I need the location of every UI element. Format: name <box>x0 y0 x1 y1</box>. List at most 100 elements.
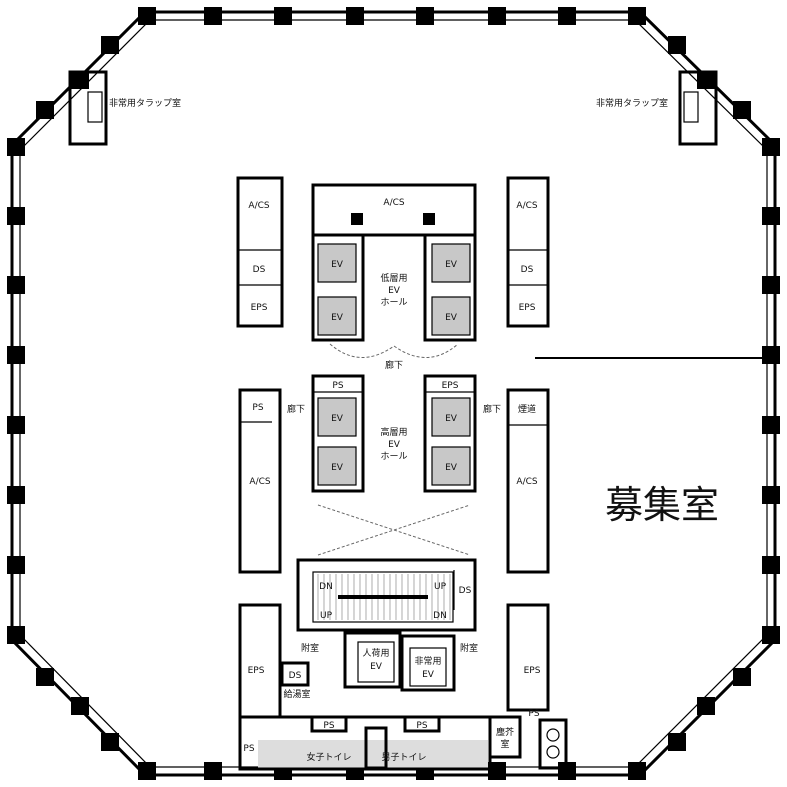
column <box>7 486 25 504</box>
room-label: 煙道 <box>518 403 536 415</box>
room-label: EPS <box>251 303 268 313</box>
room-label: 非常用タラップ室 <box>109 97 181 109</box>
room-label: EV <box>445 414 458 424</box>
room-label: DS <box>253 265 266 275</box>
column <box>762 486 780 504</box>
column <box>7 138 25 156</box>
room-label: A/CS <box>383 198 404 208</box>
column <box>697 697 715 715</box>
column <box>274 7 292 25</box>
room-label: A/CS <box>516 477 537 487</box>
room-label: DN <box>319 582 333 592</box>
column <box>762 207 780 225</box>
room-label: PS <box>332 381 343 391</box>
room-label: EV <box>331 313 344 323</box>
room-label: 附室 <box>301 642 319 654</box>
room-label: EV <box>422 670 435 680</box>
column <box>762 276 780 294</box>
room-label: PS <box>528 709 539 719</box>
column <box>697 71 715 89</box>
room-label: A/CS <box>249 477 270 487</box>
room-label: EPS <box>248 666 265 676</box>
room-label: 廊下 <box>287 403 305 415</box>
room-label: ホール <box>380 451 407 462</box>
room-label: EV <box>445 260 458 270</box>
room-label: EV <box>388 286 401 296</box>
column <box>668 733 686 751</box>
column <box>204 762 222 780</box>
column <box>558 7 576 25</box>
column <box>7 207 25 225</box>
room-label: 非常用 <box>414 655 441 667</box>
room-label: A/CS <box>516 201 537 211</box>
room-label: DS <box>289 671 302 681</box>
room-label: DS <box>459 586 472 596</box>
column <box>628 7 646 25</box>
room-label: UP <box>320 611 333 621</box>
room-label: 塵芥 <box>496 726 514 738</box>
room-label: PS <box>243 744 254 754</box>
column <box>71 697 89 715</box>
room-label: EV <box>445 463 458 473</box>
column <box>7 276 25 294</box>
room-label: 男子トイレ <box>381 752 426 763</box>
column <box>488 7 506 25</box>
column <box>7 416 25 434</box>
room-label: EV <box>331 463 344 473</box>
room-label: EPS <box>524 666 541 676</box>
column <box>762 556 780 574</box>
building-core: A/CS DS EPS A/CS DS EPS A/CS EV EV EV EV… <box>236 176 568 771</box>
emergency-ladder-room-left: 非常用タラップ室 <box>68 70 181 146</box>
emergency-ladder-room-right: 非常用タラップ室 <box>596 70 718 146</box>
column <box>416 7 434 25</box>
room-label: 廊下 <box>385 359 403 371</box>
room-label: EV <box>388 440 401 450</box>
column <box>762 416 780 434</box>
room-label: EV <box>331 260 344 270</box>
room-label: EPS <box>442 381 459 391</box>
column <box>101 36 119 54</box>
room-label: EV <box>331 414 344 424</box>
room-label: 室 <box>500 738 509 750</box>
column <box>762 346 780 364</box>
column <box>36 668 54 686</box>
column <box>7 626 25 644</box>
room-label: 高層用 <box>380 426 407 438</box>
column <box>488 762 506 780</box>
column <box>101 733 119 751</box>
room-label: PS <box>323 721 334 731</box>
room-label: 廊下 <box>483 403 501 415</box>
room-label: EV <box>370 662 383 672</box>
column <box>628 762 646 780</box>
column <box>762 138 780 156</box>
column <box>668 36 686 54</box>
column <box>7 556 25 574</box>
room-label: EV <box>445 313 458 323</box>
column <box>762 626 780 644</box>
room-label: 附室 <box>460 642 478 654</box>
vacant-space-label: 募集室 <box>605 483 719 527</box>
room-label: PS <box>252 403 263 413</box>
column <box>733 668 751 686</box>
room-label: 給湯室 <box>283 688 310 700</box>
room-label: DS <box>521 265 534 275</box>
column <box>204 7 222 25</box>
column <box>138 7 156 25</box>
column <box>71 71 89 89</box>
room-label: 人荷用 <box>362 648 389 659</box>
column <box>138 762 156 780</box>
room-label: PS <box>416 721 427 731</box>
column <box>36 101 54 119</box>
room-label: 非常用タラップ室 <box>596 97 668 109</box>
room-label: 女子トイレ <box>306 751 351 763</box>
column <box>733 101 751 119</box>
room-label: A/CS <box>248 201 269 211</box>
room-label: EPS <box>519 303 536 313</box>
room-label: UP <box>434 582 447 592</box>
column <box>346 7 364 25</box>
room-label: 低層用 <box>380 272 407 284</box>
room-label: DN <box>433 611 447 621</box>
column <box>7 346 25 364</box>
room-label: ホール <box>380 297 407 308</box>
